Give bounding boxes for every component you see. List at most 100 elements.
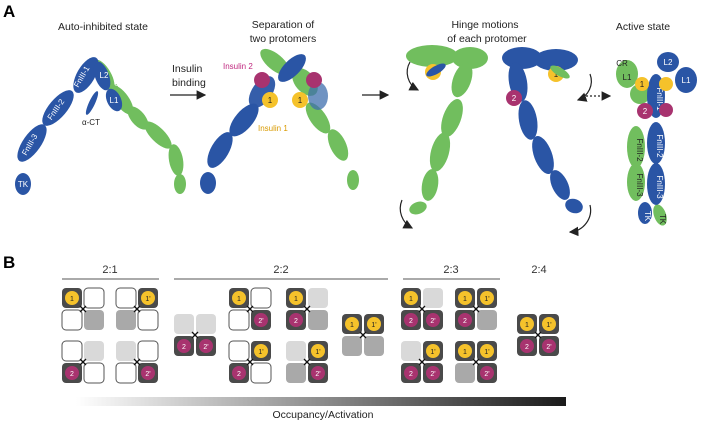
site-marker-label: 1' <box>430 349 435 356</box>
occupancy-cell <box>423 288 443 308</box>
hinge-blue-top-arrow <box>576 73 592 102</box>
occupancy-cell <box>115 362 137 384</box>
hinge-blue-protomer: 2 1 <box>502 47 583 214</box>
active-blue-fn3-label: FnIII-3 <box>655 175 664 199</box>
site-marker-label: 2 <box>525 344 529 351</box>
occupancy-cell <box>250 287 272 309</box>
blue-protomer-separated <box>200 54 328 194</box>
domain-l1-label: L1 <box>110 96 119 105</box>
ratio-2-1-label: 2:1 <box>102 264 117 276</box>
cross-mark <box>303 358 311 366</box>
occupancy-diagram: 12 <box>286 288 328 330</box>
active-blue-cr-label: CR <box>679 62 688 68</box>
auto-inhibited-label: Auto-inhibited state <box>58 21 148 33</box>
active-blue-l2-label: L2 <box>664 58 673 67</box>
site-marker-label: 2 <box>294 318 298 325</box>
site1-insulin-marker <box>345 317 359 331</box>
separation-label-line2: two protomers <box>250 33 317 45</box>
cross-mark <box>472 358 480 366</box>
site2-insulin-right <box>306 72 322 88</box>
occupancy-cell <box>228 340 250 362</box>
site-marker-label: 1 <box>525 322 529 329</box>
site-marker-label: 1 <box>463 349 467 356</box>
active-blue-fn1-label: FnIII-1 <box>655 87 664 111</box>
occupancy-diagram: 12' <box>228 287 272 331</box>
cross-mark <box>79 305 87 313</box>
site-marker-label: 1 <box>350 322 354 329</box>
site1-insulin-marker <box>65 291 79 305</box>
active-receptor: L1 CR FnIII-2 FnIII-3 L2 CR L1 FnIII-1 F… <box>616 52 697 226</box>
auto-inhibited-receptor: FnIII-1 L2 CR L1 FnIII-2 FnIII-3 TK α-CT <box>15 57 186 195</box>
site1-insulin-marker <box>520 317 534 331</box>
blue-protomer: FnIII-1 L2 CR L1 FnIII-2 FnIII-3 TK <box>15 57 124 195</box>
site1-insulin-right <box>292 92 308 108</box>
occupancy-cell <box>286 341 306 361</box>
site-marker-label: 1' <box>484 296 489 303</box>
cross-mark <box>133 305 141 313</box>
occupancy-cell <box>286 363 306 383</box>
site-marker-label: 1 <box>463 296 467 303</box>
site1-insulin-marker <box>426 344 440 358</box>
site2-insulin-marker <box>177 339 191 353</box>
site-marker-label: 2' <box>315 371 320 378</box>
site1-insulin-marker <box>542 317 556 331</box>
hinge-green-protomer: 1 <box>406 45 488 215</box>
hinge-blue-site2-text: 2 <box>512 94 517 103</box>
occupancy-cell <box>342 336 362 356</box>
occupancy-cell <box>83 287 105 309</box>
occupancy-cell <box>174 314 194 334</box>
hinge-blue-site1-text: 1 <box>554 70 559 79</box>
site1-insulin-marker <box>232 291 246 305</box>
site1-right-text: 1 <box>298 96 303 105</box>
occupancy-cell <box>477 310 497 330</box>
occupancy-cell <box>137 340 159 362</box>
cross-mark <box>472 305 480 313</box>
ratio-2-3-label: 2:3 <box>443 264 458 276</box>
occupancy-gradient-label: Occupancy/Activation <box>273 409 374 421</box>
occupancy-cell <box>401 341 421 361</box>
occupancy-cell <box>61 340 83 362</box>
occupancy-diagram: 2' <box>115 340 159 384</box>
site-marker-label: 2' <box>203 344 208 351</box>
separated-receptor: 1 1 Insulin 2 Insulin 1 <box>200 48 359 194</box>
active-state-label: Active state <box>616 21 670 33</box>
occupancy-diagram: 1' <box>115 287 159 331</box>
site2-insulin-marker <box>254 313 268 327</box>
cross-mark <box>418 358 426 366</box>
cross-mark <box>133 358 141 366</box>
cross-mark <box>191 331 199 339</box>
ratio-2-4-label: 2:4 <box>531 264 546 276</box>
site2-insulin-marker <box>426 366 440 380</box>
panel-b-letter: B <box>3 253 15 272</box>
site-marker-label: 1' <box>145 296 150 303</box>
active-green-l1-label: L1 <box>623 73 632 82</box>
occupancy-cell <box>250 362 272 384</box>
cross-mark <box>246 305 254 313</box>
occupancy-diagram: 2 <box>61 340 105 384</box>
insulin2-label: Insulin 2 <box>223 62 253 71</box>
site-marker-label: 2 <box>237 371 241 378</box>
insulin-binding-line1: Insulin <box>172 63 203 75</box>
site2-insulin-marker <box>289 313 303 327</box>
site1-insulin-marker <box>141 291 155 305</box>
site1-insulin-marker <box>480 291 494 305</box>
active-green-tk-label: TK <box>658 214 667 225</box>
site-marker-label: 2 <box>70 371 74 378</box>
site1-insulin-marker <box>480 344 494 358</box>
domain-cr-label: CR <box>115 82 124 88</box>
occupancy-cell <box>116 341 136 361</box>
cross-mark <box>303 305 311 313</box>
site-marker-label: 1' <box>315 349 320 356</box>
occupancy-cell <box>84 341 104 361</box>
site1-insulin-marker <box>289 291 303 305</box>
site1-insulin-marker <box>458 291 472 305</box>
occupancy-cell <box>115 287 137 309</box>
occupancy-gradient-bar <box>76 397 566 406</box>
occupancy-cell <box>308 288 328 308</box>
